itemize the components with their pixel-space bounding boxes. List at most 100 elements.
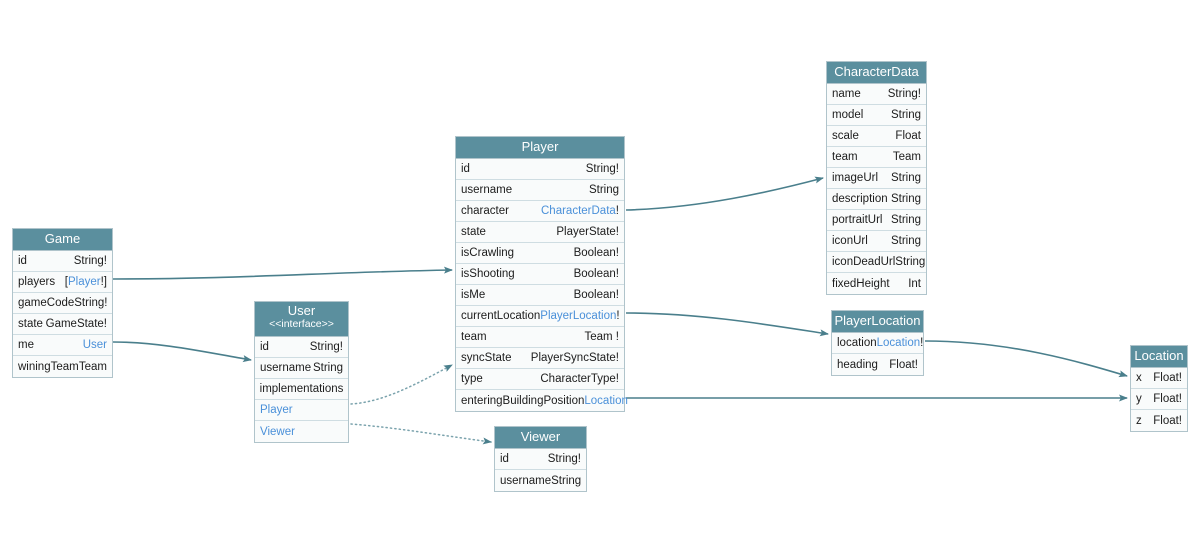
field-row[interactable]: gameCode String! [13,293,112,314]
field-row[interactable]: syncState PlayerSyncState! [456,348,624,369]
field-row[interactable]: portraitUrl String [827,210,926,231]
field-row[interactable]: y Float! [1131,389,1187,410]
field-row[interactable]: scale Float [827,126,926,147]
field-type: PlayerSyncState! [530,352,619,364]
field-type: Float! [1153,414,1182,427]
field-name: z [1136,414,1142,427]
field-row[interactable]: isMe Boolean! [456,285,624,306]
field-row[interactable]: username String [456,180,624,201]
field-name: scale [832,130,859,142]
entity-viewer[interactable]: Viewer id String! username String [494,426,587,492]
entity-location-title: Location [1131,346,1187,368]
entity-game[interactable]: Game id String! players [Player!] gameCo… [12,228,113,378]
field-row[interactable]: players [Player!] [13,272,112,293]
field-row[interactable]: isShooting Boolean! [456,264,624,285]
implementations-label: implementations [255,379,348,400]
field-row[interactable]: id String! [456,159,624,180]
field-name: currentLocation [461,310,541,322]
field-row[interactable]: type CharacterType! [456,369,624,390]
field-name: heading [837,358,878,371]
entity-user[interactable]: User <<interface>> id String! username S… [254,301,349,443]
field-type: String [890,193,921,205]
field-row[interactable]: name String! [827,84,926,105]
field-type: String! [887,88,921,100]
field-row[interactable]: x Float! [1131,368,1187,389]
field-name: x [1136,372,1142,384]
implementation-label: Viewer [260,425,295,438]
entity-user-stereotype: <<interface>> [269,318,334,330]
field-name: winingTeam [18,360,79,373]
implementation-item-player[interactable]: Player [255,400,348,421]
field-name: character [461,205,509,217]
field-row[interactable]: heading Float! [832,354,923,375]
field-row[interactable]: state PlayerState! [456,222,624,243]
field-name: id [260,341,269,353]
field-type: [Player!] [64,276,107,288]
field-name: username [500,474,552,487]
field-type: Boolean! [573,289,619,301]
implementations-label-text: implementations [259,383,344,395]
field-row[interactable]: isCrawling Boolean! [456,243,624,264]
field-name: team [461,331,487,343]
connector-player-currentlocation-to-playerlocation [625,312,829,337]
field-row[interactable]: winingTeam Team [13,356,112,377]
field-row[interactable]: iconDeadUrl String [827,252,926,273]
type-link[interactable]: Player [68,276,101,288]
field-name: type [461,373,483,385]
field-name: username [260,362,312,374]
field-type: Float! [889,358,918,371]
field-row[interactable]: z Float! [1131,410,1187,431]
type-link[interactable]: Location [584,394,628,407]
type-link[interactable]: Location [876,337,921,349]
type-link[interactable]: PlayerLocation [540,310,617,322]
field-row[interactable]: id String! [495,449,586,470]
connector-user-implements-viewer [350,423,492,445]
field-name: enteringBuildingPosition [461,394,585,407]
field-name: id [461,163,470,175]
field-type: String [895,256,926,268]
field-row[interactable]: team Team [827,147,926,168]
field-row[interactable]: enteringBuildingPosition Location [456,390,628,411]
field-type: Team [78,360,107,373]
field-name: isCrawling [461,247,515,259]
field-name: iconUrl [832,235,868,247]
type-link[interactable]: User [82,339,107,351]
type-link[interactable]: CharacterData [541,205,616,217]
field-name: isShooting [461,268,515,280]
field-row[interactable]: fixedHeight Int [827,273,926,294]
entity-characterdata[interactable]: CharacterData name String! model String … [826,61,927,295]
connector-game-players-to-player [112,266,453,280]
field-row[interactable]: currentLocation PlayerLocation! [456,306,624,327]
field-name: team [832,151,858,163]
field-name: fixedHeight [832,277,890,290]
field-row[interactable]: character CharacterData! [456,201,624,222]
field-type: PlayerState! [556,226,619,238]
field-row[interactable]: username String [255,358,348,379]
field-type: String [890,172,921,184]
field-row[interactable]: team Team ! [456,327,624,348]
field-row[interactable]: description String [827,189,926,210]
field-type: String! [547,453,581,465]
field-row[interactable]: imageUrl String [827,168,926,189]
entity-playerlocation[interactable]: PlayerLocation location Location! headin… [831,310,924,376]
field-name: me [18,339,34,351]
field-row[interactable]: id String! [255,337,348,358]
field-type: Location! [876,337,924,349]
field-type: Boolean! [573,268,619,280]
entity-location[interactable]: Location x Float! y Float! z Float! [1130,345,1188,432]
entity-player[interactable]: Player id String! username String charac… [455,136,628,412]
field-row[interactable]: iconUrl String [827,231,926,252]
field-row[interactable]: location Location! [832,333,923,354]
field-row[interactable]: state GameState! [13,314,112,335]
connector-game-me-to-user [112,341,252,363]
field-type: String [551,474,582,487]
field-row[interactable]: id String! [13,251,112,272]
field-row[interactable]: username String [495,470,586,491]
field-row[interactable]: me User [13,335,112,356]
field-row[interactable]: model String [827,105,926,126]
field-type: String! [73,255,107,267]
field-name: location [837,337,877,349]
field-type: String [890,109,921,121]
connector-player-character-to-characterdata [625,176,824,211]
implementation-item-viewer[interactable]: Viewer [255,421,348,442]
